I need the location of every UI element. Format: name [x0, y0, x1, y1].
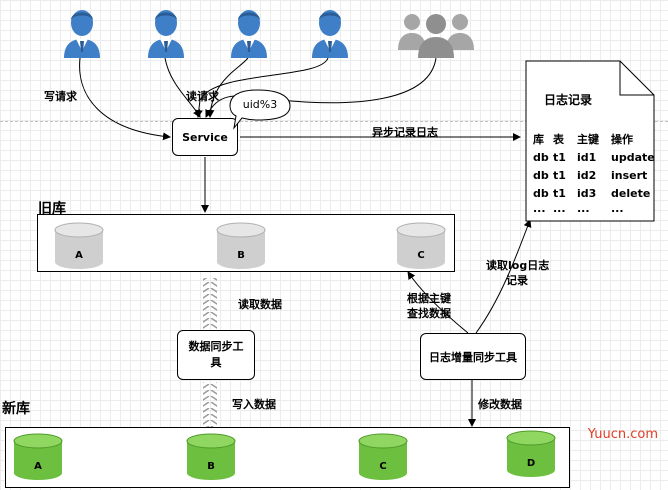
separator-line: [0, 121, 668, 122]
old-db-a: A: [54, 222, 104, 270]
db-label: B: [237, 250, 245, 261]
find-by-key-label-2: 查找数据: [407, 307, 451, 320]
log-table-header: 库 表 主键 操作: [533, 130, 661, 148]
user-icon: [225, 6, 273, 58]
user-group-icon: [396, 8, 476, 58]
watermark: Yuucn.com: [587, 427, 658, 442]
data-sync-tool-box[interactable]: 数据同步工具: [177, 330, 255, 380]
old-db-title: 旧库: [38, 201, 66, 217]
uid-mod-label: uid%3: [242, 98, 278, 111]
log-table-row: db t1 id3 delete: [533, 184, 661, 202]
log-cell: t1: [553, 168, 566, 182]
modify-data-label: 修改数据: [478, 398, 522, 411]
new-db-a: A: [13, 433, 63, 481]
log-sync-tool-box[interactable]: 日志增量同步工具: [420, 333, 526, 380]
new-db-panel: [5, 427, 570, 488]
log-table-row: db t1 id2 insert: [533, 166, 661, 184]
read-data-label: 读取数据: [238, 298, 282, 311]
log-table: 库 表 主键 操作 db t1 id1 update db t1 id2 ins…: [533, 130, 661, 215]
service-box[interactable]: Service: [172, 118, 238, 156]
read-request-arrow-2: [206, 57, 249, 118]
log-cell: t1: [553, 150, 566, 164]
user-icon: [142, 6, 190, 58]
group-request-arrow: [205, 57, 437, 118]
old-db-c: C: [396, 222, 446, 270]
log-sync-tool-label: 日志增量同步工具: [429, 350, 517, 364]
write-data-label: 写入数据: [232, 398, 276, 411]
read-request-label: 读请求: [186, 90, 219, 103]
read-log-label-1: 读取log日志: [486, 259, 550, 272]
db-label: A: [34, 461, 42, 472]
log-record-card: [525, 60, 655, 222]
log-table-row: db t1 id1 update: [533, 148, 661, 166]
log-cell: id2: [577, 168, 597, 182]
log-table-row: ... ... ... ...: [533, 201, 661, 215]
read-log-arrow: [475, 219, 532, 334]
new-db-title: 新库: [2, 401, 30, 417]
user-icon: [58, 6, 106, 58]
write-request-label: 写请求: [44, 90, 77, 103]
db-label: B: [207, 461, 215, 472]
log-cell: ...: [577, 201, 590, 215]
log-cell: insert: [611, 168, 648, 182]
find-by-key-label-1: 根据主键: [407, 292, 451, 305]
read-log-label-2: 记录: [506, 274, 528, 287]
new-db-b: B: [186, 433, 236, 481]
write-data-chevrons: [203, 382, 217, 428]
log-cell: db: [533, 150, 549, 164]
log-cell: ...: [533, 201, 546, 215]
read-data-chevrons: [203, 278, 217, 330]
log-cell: id1: [577, 150, 597, 164]
log-cell: db: [533, 186, 549, 200]
log-header-op: 操作: [611, 133, 633, 146]
old-db-b: B: [216, 222, 266, 270]
uid-callout-bubble: uid%3: [222, 88, 294, 130]
log-card-title: 日志记录: [544, 93, 593, 107]
write-request-arrow: [79, 57, 171, 141]
log-cell: db: [533, 168, 549, 182]
service-label: Service: [182, 130, 228, 144]
log-header-table: 表: [553, 133, 564, 146]
new-db-c: C: [358, 433, 408, 481]
user-icon: [306, 6, 354, 58]
new-db-d: D: [506, 430, 556, 478]
db-label: A: [75, 250, 83, 261]
find-by-key-arrow: [407, 271, 469, 334]
db-label: C: [379, 461, 387, 472]
async-log-label: 异步记录日志: [372, 126, 438, 139]
data-sync-tool-label: 数据同步工具: [188, 340, 244, 369]
log-header-db: 库: [533, 133, 544, 146]
read-request-arrow-3: [194, 57, 329, 118]
log-cell: id3: [577, 186, 597, 200]
log-cell: ...: [611, 201, 624, 215]
log-cell: delete: [611, 186, 651, 200]
db-label: C: [417, 250, 425, 261]
log-cell: ...: [553, 201, 566, 215]
db-label: D: [526, 458, 536, 469]
log-cell: t1: [553, 186, 566, 200]
log-header-key: 主键: [577, 133, 599, 146]
log-cell: update: [611, 150, 655, 164]
